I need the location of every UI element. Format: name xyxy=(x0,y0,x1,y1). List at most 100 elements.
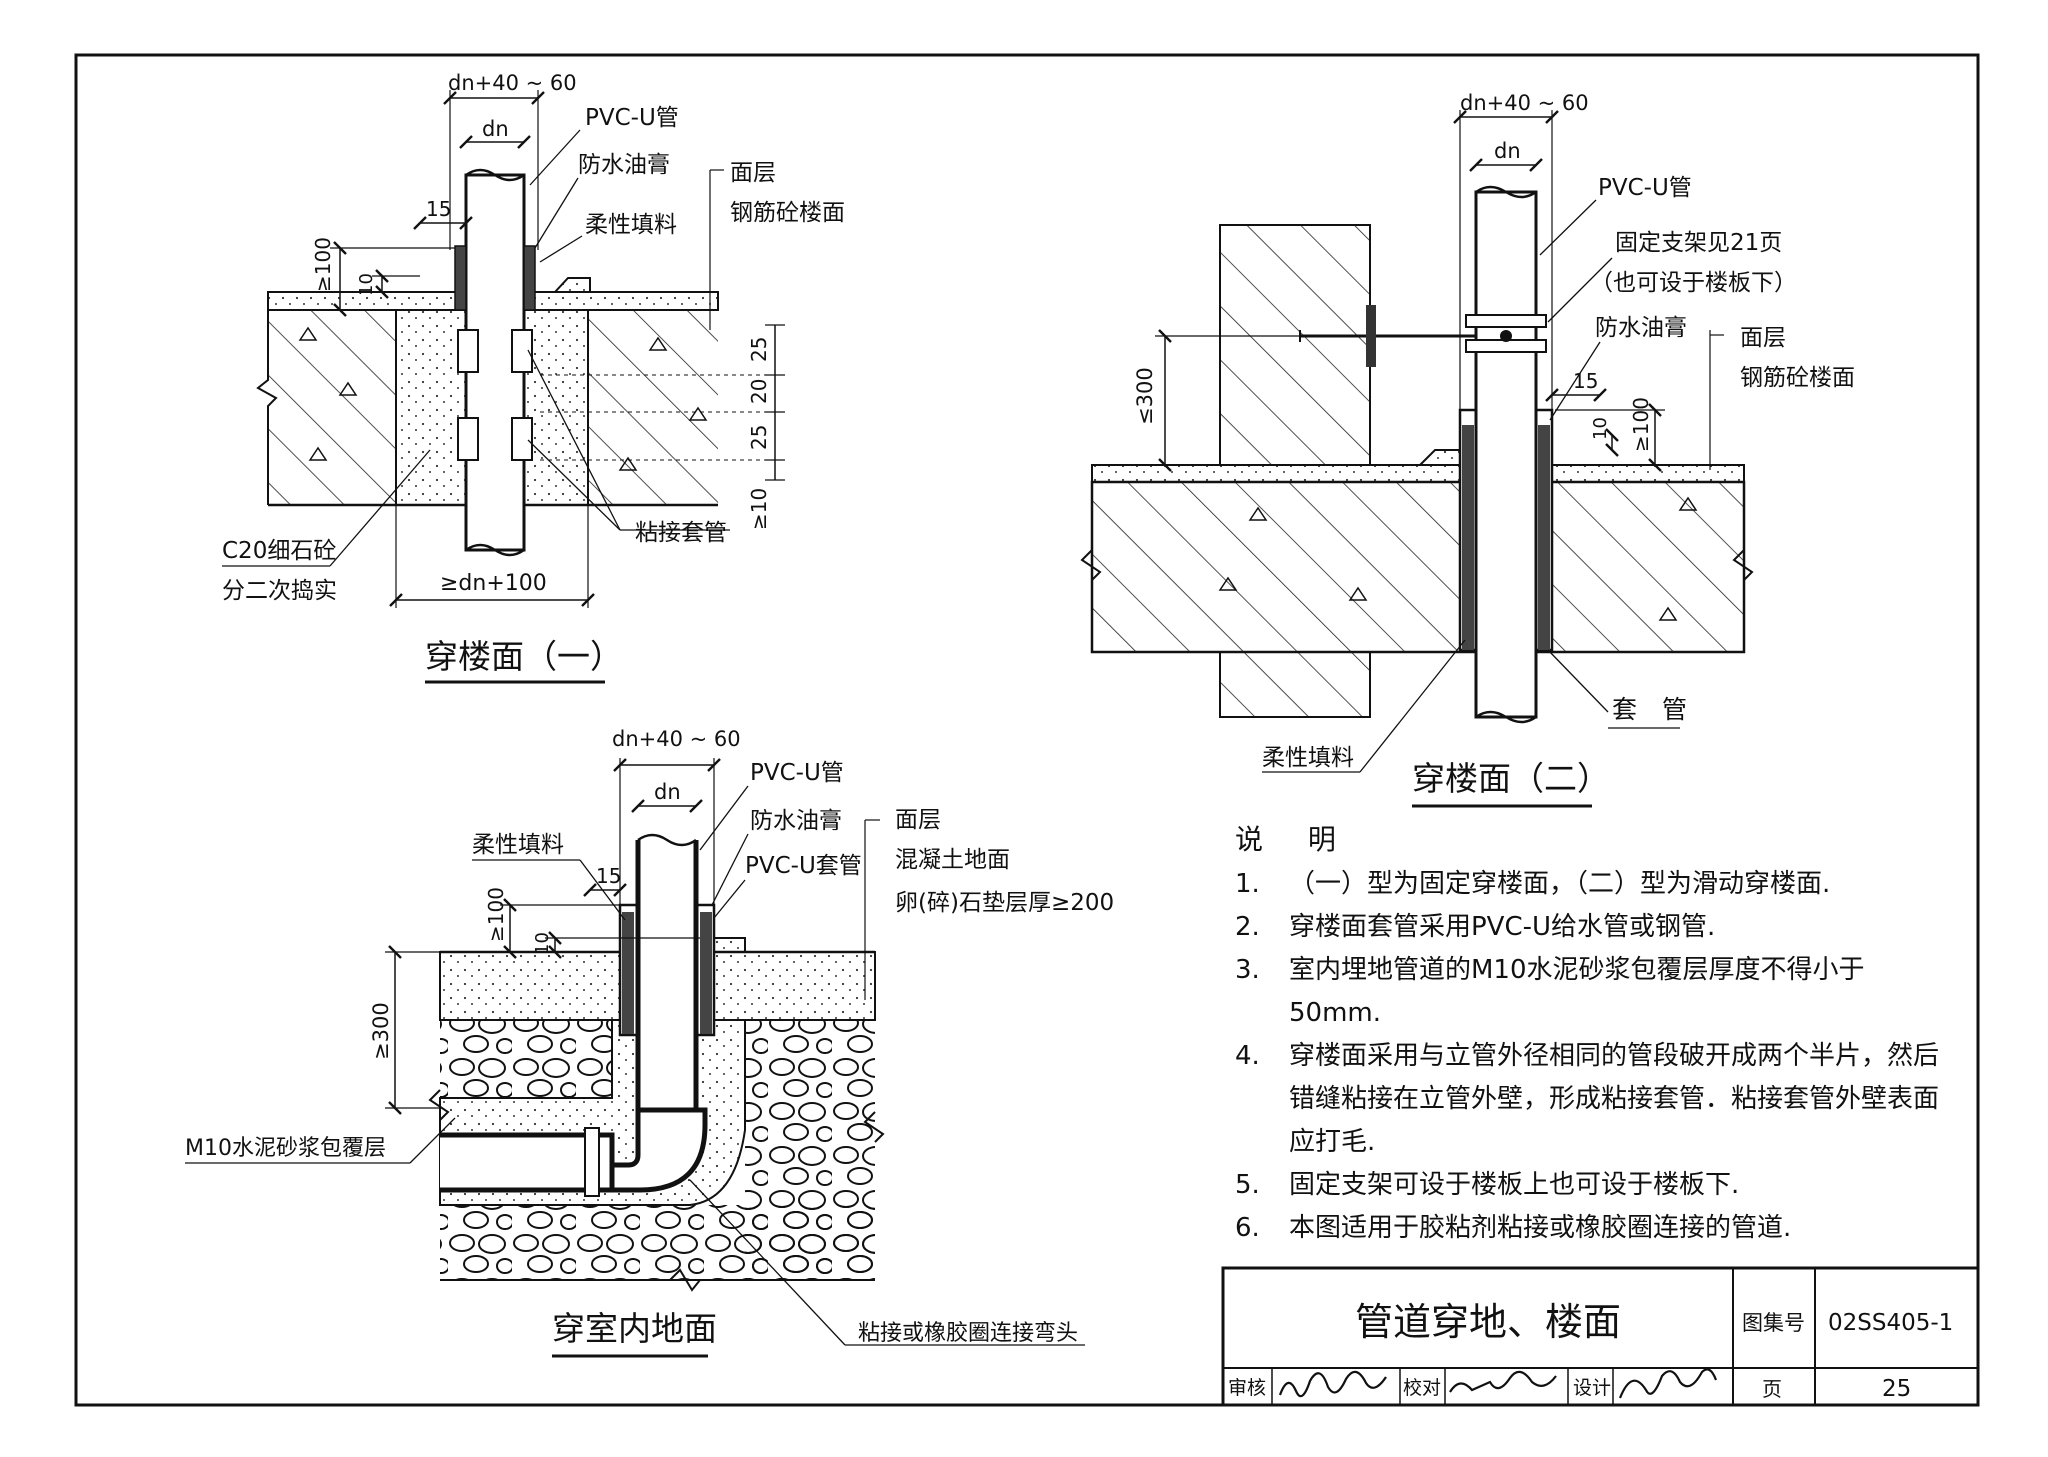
d3-dim-dn: dn xyxy=(654,780,681,804)
wall-lower xyxy=(1219,651,1371,718)
wall-upper xyxy=(1219,224,1371,466)
support-bracket xyxy=(1465,314,1547,328)
d1-label-sleeve: 粘接套管 xyxy=(635,520,727,546)
note-number: 5. xyxy=(1235,1170,1260,1200)
tb-atlas-no: 02SS405-1 xyxy=(1828,1310,1953,1336)
slab-hatch-left xyxy=(268,310,396,505)
pvc-pipe-3-horizontal xyxy=(440,1132,615,1193)
d3-label-concrete: 混凝土地面 xyxy=(895,847,1010,873)
d1-label-flexible: 柔性填料 xyxy=(585,212,677,238)
note-text: 室内埋地管道的M10水泥砂浆包覆层厚度不得小于50mm. xyxy=(1289,955,1865,1028)
note-item: 5. 固定支架可设于楼板上也可设于楼板下. xyxy=(1235,1164,1955,1207)
d2-dim-100: ≥100 xyxy=(1629,397,1653,452)
d1-dim-20: 20 xyxy=(747,379,771,404)
signature-design xyxy=(1618,1368,1718,1399)
tb-atlas-label: 图集号 xyxy=(1742,1311,1805,1335)
note-number: 3. xyxy=(1235,955,1260,985)
d2-dim-300: ≤300 xyxy=(1133,367,1157,425)
drawing-1: dn+40 ~ 60 dn 15 ≥100 10 25 20 25 ≥10 ≥d… xyxy=(222,71,845,684)
d3-label-waterproof: 防水油膏 xyxy=(750,808,842,834)
note-item: 3. 室内埋地管道的M10水泥砂浆包覆层厚度不得小于50mm. xyxy=(1235,949,1955,1035)
d3-label-gravel: 卵(碎)石垫层厚≥200 xyxy=(895,890,1114,916)
d2-label-slab: 钢筋砼楼面 xyxy=(1740,365,1855,391)
notes-heading: 说 明 xyxy=(1235,823,1354,856)
tb-page-no: 25 xyxy=(1882,1376,1911,1402)
d1-dim-top: dn+40 ~ 60 xyxy=(448,71,577,95)
d2-label-support2: （也可设于楼板下） xyxy=(1590,270,1797,296)
note-item: 4. 穿楼面采用与立管外径相同的管段破开成两个半片，然后错缝粘接在立管外壁，形成粘… xyxy=(1235,1035,1955,1164)
sheet-border xyxy=(74,53,1980,1407)
sleeve-half-c xyxy=(457,417,479,461)
note-text: 穿楼面采用与立管外径相同的管段破开成两个半片，然后错缝粘接在立管外壁，形成粘接套… xyxy=(1289,1041,1940,1157)
d3-label-surface: 面层 xyxy=(895,807,941,833)
d1-label-pvc: PVC-U管 xyxy=(585,105,679,131)
d1-dim-10b: ≥10 xyxy=(747,488,771,530)
gravel-left xyxy=(440,1020,612,1098)
note-number: 6. xyxy=(1235,1213,1260,1243)
signature-review xyxy=(1278,1370,1387,1398)
d3-label-flexible: 柔性填料 xyxy=(472,832,564,858)
d1-dim-15: 15 xyxy=(426,197,451,221)
note-text: 本图适用于胶粘剂粘接或橡胶圈连接的管道. xyxy=(1289,1213,1792,1243)
sleeve-half-a xyxy=(457,329,479,373)
d1-label-c20b: 分二次捣实 xyxy=(222,578,337,604)
drawing-2: dn+40 ~ 60 dn ≤300 15 10 ≥100 PVC-U管 固定支… xyxy=(1080,91,1855,808)
tb-design-label: 设计 xyxy=(1573,1377,1611,1399)
d2-dim-10: 10 xyxy=(1590,417,1611,440)
note-item: 2. 穿楼面套管采用PVC-U给水管或钢管. xyxy=(1235,906,1955,949)
d1-dim-25a: 25 xyxy=(747,337,771,362)
d2-dim-15: 15 xyxy=(1573,369,1598,393)
sleeve-half-b xyxy=(511,329,533,373)
drawing-3: dn+40 ~ 60 dn 15 ≥100 10 ≥300 柔性填料 PVC-U… xyxy=(185,727,1114,1358)
slab-2 xyxy=(1090,480,1746,654)
d3-dim-300: ≥300 xyxy=(369,1002,393,1060)
notes-list: 1. （一）型为固定穿楼面，（二）型为滑动穿楼面. 2. 穿楼面套管采用PVC-U给水… xyxy=(1235,863,1955,1250)
d1-label-slab: 钢筋砼楼面 xyxy=(730,200,845,226)
d2-dim-top: dn+40 ~ 60 xyxy=(1460,91,1589,115)
pvc-pipe-2 xyxy=(1474,190,1538,719)
d1-label-waterproof: 防水油膏 xyxy=(578,152,670,178)
title-block: 管道穿地、楼面 图集号 02SS405-1 审核 校对 设计 页 25 xyxy=(1221,1266,1980,1407)
d3-label-mortar: M10水泥砂浆包覆层 xyxy=(185,1136,386,1161)
d2-label-flexible: 柔性填料 xyxy=(1262,745,1354,771)
d1-dim-dn: dn xyxy=(482,117,509,141)
note-item: 6. 本图适用于胶粘剂粘接或橡胶圈连接的管道. xyxy=(1235,1207,1955,1250)
d2-label-waterproof: 防水油膏 xyxy=(1595,315,1687,341)
note-text: 穿楼面套管采用PVC-U给水管或钢管. xyxy=(1289,912,1716,942)
sleeve-half-d xyxy=(511,417,533,461)
gravel-bottom xyxy=(440,1205,875,1280)
d2-label-pvc: PVC-U管 xyxy=(1598,175,1692,201)
tb-review-label: 审核 xyxy=(1228,1377,1266,1399)
note-number: 2. xyxy=(1235,912,1260,942)
d2-dim-dn: dn xyxy=(1494,139,1521,163)
note-number: 1. xyxy=(1235,869,1260,899)
d1-dim-25b: 25 xyxy=(747,425,771,450)
note-text: 固定支架可设于楼板上也可设于楼板下. xyxy=(1289,1170,1740,1200)
sealant-right-1 xyxy=(523,245,536,311)
d2-label-sleeve: 套 管 xyxy=(1612,695,1687,724)
notes-section: 说 明 1. （一）型为固定穿楼面，（二）型为滑动穿楼面. 2. 穿楼面套管采用PVC… xyxy=(1235,818,1955,1250)
d1-dim-10: 10 xyxy=(356,273,377,296)
elbow xyxy=(609,1107,708,1193)
d1-title: 穿楼面（一） xyxy=(425,637,623,676)
d1-dim-100: ≥100 xyxy=(311,237,335,292)
d2-title: 穿楼面（二） xyxy=(1412,759,1610,798)
d3-title: 穿室内地面 xyxy=(552,1309,717,1348)
surface-layer-2 xyxy=(1091,464,1745,483)
slab-hatch-right xyxy=(588,310,718,505)
signature-check xyxy=(1449,1370,1557,1393)
pvc-pipe-3-vertical xyxy=(635,840,699,1133)
tb-check-label: 校对 xyxy=(1403,1377,1441,1399)
tb-title: 管道穿地、楼面 xyxy=(1355,1300,1621,1344)
d3-label-elbow: 粘接或橡胶圈连接弯头 xyxy=(858,1321,1078,1346)
note-text: （一）型为固定穿楼面，（二）型为滑动穿楼面. xyxy=(1289,869,1831,899)
d3-dim-15: 15 xyxy=(596,864,621,888)
d2-label-support: 固定支架见21页 xyxy=(1615,230,1782,256)
d1-dim-bottom: ≥dn+100 xyxy=(440,571,547,596)
d3-label-pvc-sleeve: PVC-U套管 xyxy=(745,853,862,879)
d3-label-pvc: PVC-U管 xyxy=(750,760,844,786)
note-item: 1. （一）型为固定穿楼面，（二）型为滑动穿楼面. xyxy=(1235,863,1955,906)
d1-label-c20: C20细石砼 xyxy=(222,538,336,564)
note-number: 4. xyxy=(1235,1041,1260,1071)
